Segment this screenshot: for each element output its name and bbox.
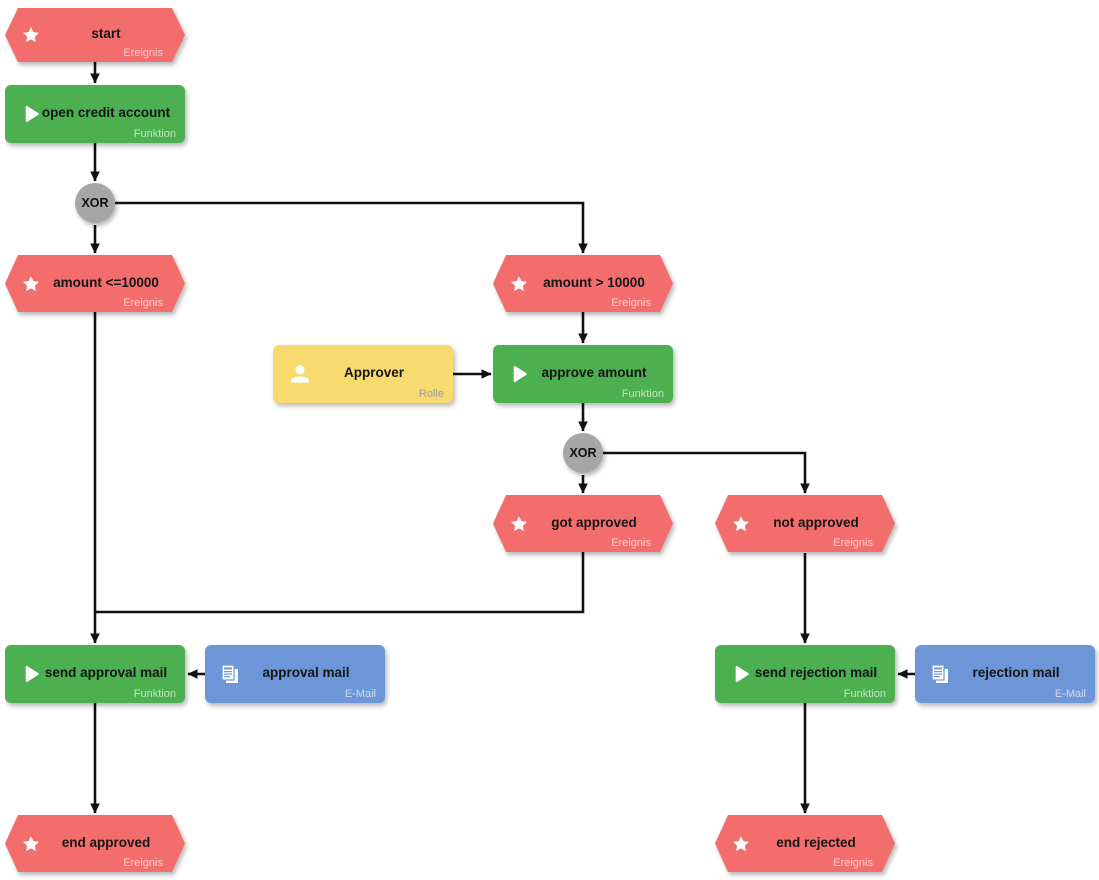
node-type-label: Ereignis bbox=[123, 297, 163, 309]
node-type-label: Funktion bbox=[133, 128, 176, 140]
node-label: send rejection mail bbox=[754, 665, 878, 681]
function-send-approval-mail[interactable]: send approval mail Funktion bbox=[5, 645, 185, 703]
event-start[interactable]: start Ereignis bbox=[5, 8, 185, 62]
event-amount-lte-10000[interactable]: amount <=10000 Ereignis bbox=[5, 255, 185, 312]
node-label: got approved bbox=[551, 514, 637, 530]
play-icon bbox=[727, 661, 753, 687]
node-label: open credit account bbox=[41, 105, 171, 121]
star-icon bbox=[731, 514, 751, 534]
play-icon bbox=[17, 661, 43, 687]
node-label: start bbox=[91, 26, 121, 42]
play-icon bbox=[17, 101, 43, 127]
node-type-label: Funktion bbox=[843, 688, 886, 700]
star-icon bbox=[21, 25, 41, 45]
mail-approval-mail[interactable]: approval mail E-Mail bbox=[205, 645, 385, 703]
node-label: rejection mail bbox=[972, 665, 1060, 681]
event-end-approved[interactable]: end approved Ereignis bbox=[5, 815, 185, 872]
role-approver[interactable]: Approver Rolle bbox=[273, 345, 453, 403]
person-icon bbox=[287, 361, 313, 387]
node-type-label: Ereignis bbox=[123, 857, 163, 869]
star-icon bbox=[509, 514, 529, 534]
documents-icon bbox=[928, 662, 952, 686]
event-amount-gt-10000[interactable]: amount > 10000 Ereignis bbox=[493, 255, 673, 312]
mail-rejection-mail[interactable]: rejection mail E-Mail bbox=[915, 645, 1095, 703]
node-label: Approver bbox=[343, 365, 404, 381]
xor-connector-1[interactable]: XOR bbox=[75, 183, 115, 223]
star-icon bbox=[21, 274, 41, 294]
function-open-credit-account[interactable]: open credit account Funktion bbox=[5, 85, 185, 143]
node-type-label: Ereignis bbox=[611, 537, 651, 549]
xor-connector-2[interactable]: XOR bbox=[563, 433, 603, 473]
xor-label: XOR bbox=[81, 195, 109, 210]
node-type-label: Rolle bbox=[418, 388, 444, 400]
node-type-label: Ereignis bbox=[123, 47, 163, 59]
node-type-label: Ereignis bbox=[611, 297, 651, 309]
play-icon bbox=[505, 361, 531, 387]
xor-label: XOR bbox=[569, 445, 597, 460]
function-approve-amount[interactable]: approve amount Funktion bbox=[493, 345, 673, 403]
function-send-rejection-mail[interactable]: send rejection mail Funktion bbox=[715, 645, 895, 703]
node-label: amount > 10000 bbox=[543, 274, 645, 290]
event-end-rejected[interactable]: end rejected Ereignis bbox=[715, 815, 895, 872]
node-type-label: E-Mail bbox=[1054, 688, 1086, 700]
node-label: end rejected bbox=[776, 834, 856, 850]
documents-icon bbox=[218, 662, 242, 686]
node-label: end approved bbox=[61, 834, 151, 850]
star-icon bbox=[509, 274, 529, 294]
node-label: send approval mail bbox=[44, 665, 168, 681]
node-type-label: Ereignis bbox=[833, 537, 873, 549]
node-label: not approved bbox=[773, 514, 859, 530]
node-label: approval mail bbox=[262, 665, 350, 681]
node-type-label: Ereignis bbox=[833, 857, 873, 869]
star-icon bbox=[21, 834, 41, 854]
node-label: approve amount bbox=[541, 365, 647, 381]
star-icon bbox=[731, 834, 751, 854]
node-label: amount <=10000 bbox=[53, 274, 159, 290]
node-type-label: Funktion bbox=[621, 388, 664, 400]
node-type-label: E-Mail bbox=[344, 688, 376, 700]
node-type-label: Funktion bbox=[133, 688, 176, 700]
event-not-approved[interactable]: not approved Ereignis bbox=[715, 495, 895, 552]
event-got-approved[interactable]: got approved Ereignis bbox=[493, 495, 673, 552]
